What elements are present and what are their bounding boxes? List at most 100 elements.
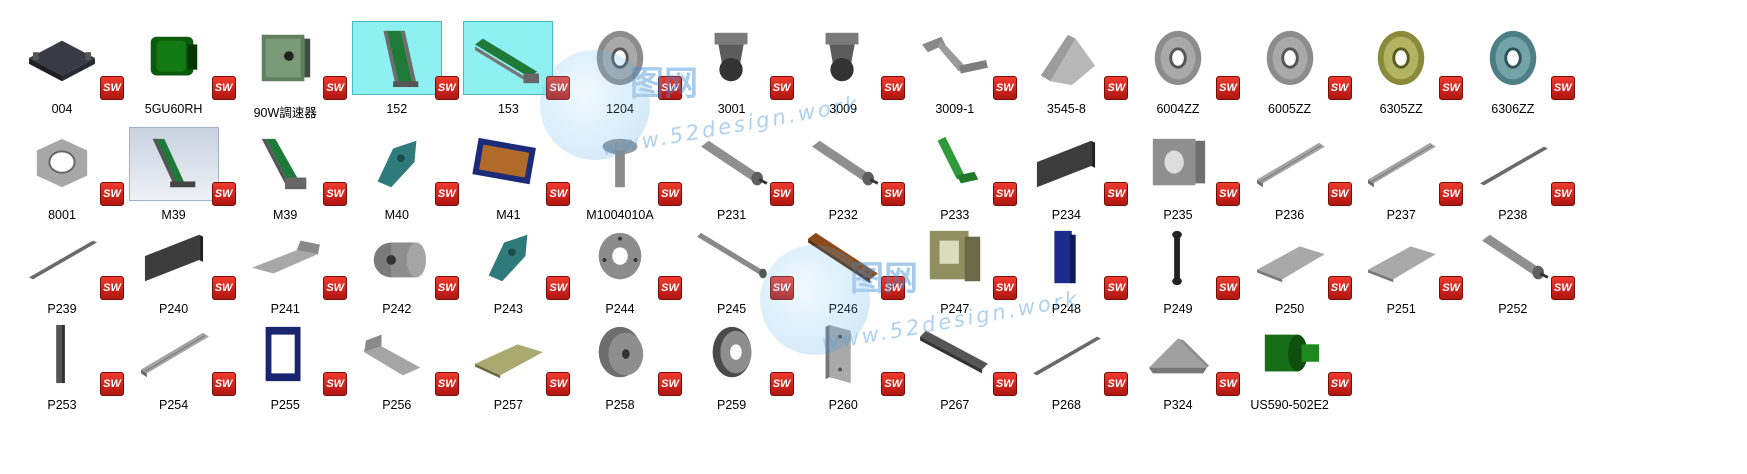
blue-frame-plate-icon[interactable]: [241, 318, 329, 390]
aluminium-profile-icon[interactable]: [1357, 128, 1445, 200]
roller-icon[interactable]: [799, 128, 887, 200]
bearing-grey-icon[interactable]: [1134, 22, 1222, 94]
dark-flat-bar-icon[interactable]: [911, 318, 999, 390]
conveyor-assembly-icon[interactable]: [241, 128, 329, 200]
flat-plate-icon[interactable]: [1246, 222, 1334, 294]
caster-wheel-icon[interactable]: [799, 22, 887, 94]
bearing-grey-icon[interactable]: [576, 22, 664, 94]
triangle-bracket-icon[interactable]: [1134, 318, 1222, 390]
hex-nut-icon[interactable]: [18, 128, 106, 200]
vertical-bar-icon[interactable]: [18, 318, 106, 390]
mount-plate-icon[interactable]: [799, 318, 887, 390]
aluminium-profile-icon[interactable]: [1246, 128, 1334, 200]
green-gearbox-icon[interactable]: [130, 22, 218, 94]
bent-plate-icon[interactable]: [353, 318, 441, 390]
caster-wheel-icon[interactable]: [688, 22, 776, 94]
angle-bracket-icon[interactable]: [1022, 22, 1110, 94]
dark-panel-icon[interactable]: [1022, 128, 1110, 200]
conveyor-assembly-render-icon[interactable]: [128, 127, 219, 201]
bearing-teal-icon[interactable]: [1469, 22, 1557, 94]
blue-column-icon[interactable]: [1022, 222, 1110, 294]
brown-rail-icon[interactable]: [799, 222, 887, 294]
dark-link-bar-icon[interactable]: [1134, 222, 1222, 294]
bearing-block-icon[interactable]: [1134, 128, 1222, 200]
bearing-olive-icon[interactable]: [1357, 22, 1445, 94]
thin-rod-icon[interactable]: [1469, 128, 1557, 200]
shaft-icon[interactable]: [688, 222, 776, 294]
dark-panel-icon[interactable]: [130, 222, 218, 294]
speed-controller-icon[interactable]: [241, 22, 329, 94]
bearing-grey-icon[interactable]: [1246, 22, 1334, 94]
flat-plate-icon[interactable]: [1357, 222, 1445, 294]
motor-cylinder-icon[interactable]: [353, 222, 441, 294]
teal-bracket-icon[interactable]: [464, 222, 552, 294]
green-motor-icon[interactable]: [1246, 318, 1334, 390]
flange-wheel-icon[interactable]: [576, 222, 664, 294]
olive-plate-frame-icon[interactable]: [911, 222, 999, 294]
thin-rod-icon[interactable]: [18, 222, 106, 294]
thick-disk-icon[interactable]: [576, 318, 664, 390]
thin-rod-icon[interactable]: [1022, 318, 1110, 390]
screw-icon[interactable]: [576, 128, 664, 200]
sheet-tray-icon[interactable]: [241, 222, 329, 294]
conveyor-inclined-icon[interactable]: [463, 21, 554, 95]
teal-bracket-icon[interactable]: [353, 128, 441, 200]
aluminium-profile-icon[interactable]: [130, 318, 218, 390]
roller-icon[interactable]: [1469, 222, 1557, 294]
black-base-plate-icon[interactable]: [18, 22, 106, 94]
conveyor-vertical-icon[interactable]: [351, 21, 442, 95]
blue-frame-icon[interactable]: [464, 128, 552, 200]
roller-icon[interactable]: [688, 128, 776, 200]
olive-plate-icon[interactable]: [464, 318, 552, 390]
bent-bracket-icon[interactable]: [911, 22, 999, 94]
